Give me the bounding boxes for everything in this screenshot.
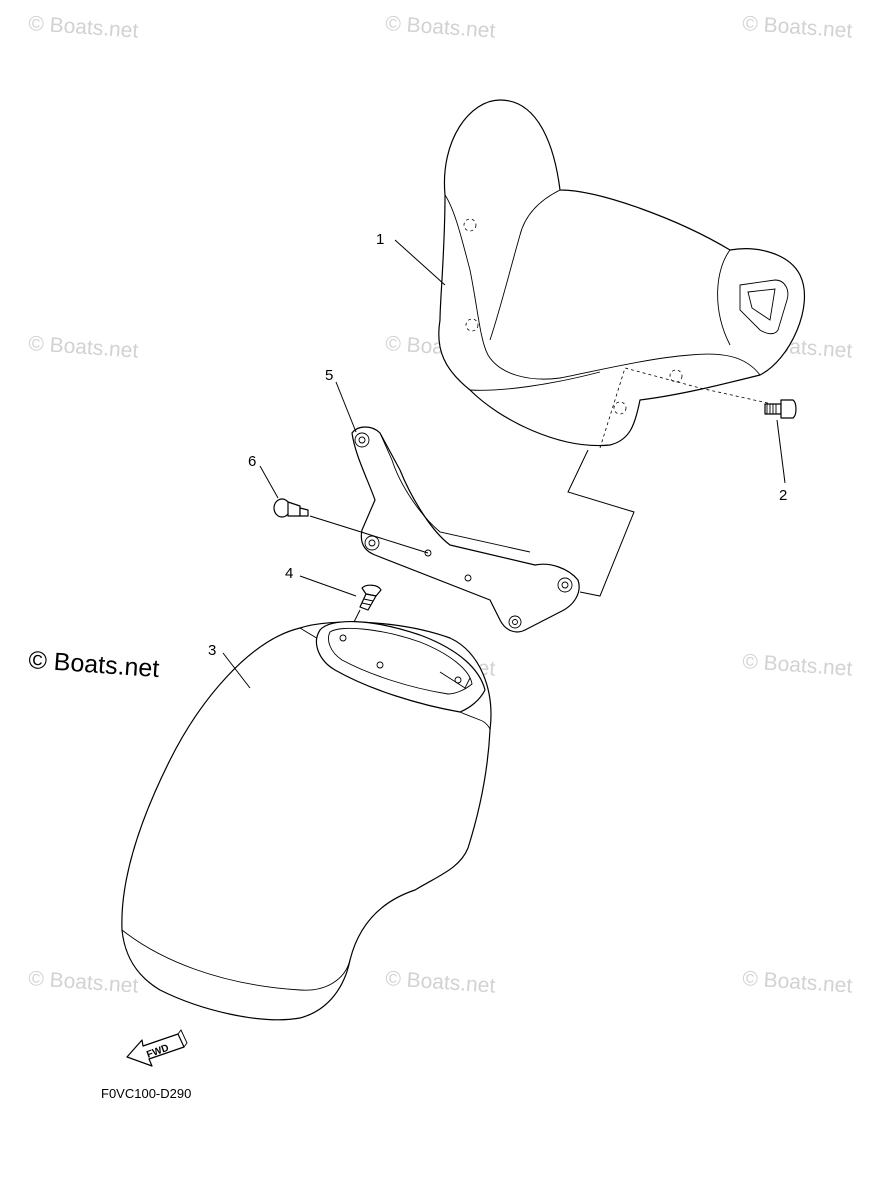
- callout-4: 4: [285, 565, 293, 582]
- leader-5: [335, 381, 357, 433]
- part-4-screw: [359, 584, 382, 611]
- watermark: © Boats.net: [742, 967, 854, 998]
- watermark: © Boats.net: [28, 967, 140, 998]
- callout-5: 5: [325, 367, 333, 384]
- callout-6: 6: [248, 453, 256, 470]
- part-3-column-cover: [121, 620, 492, 1021]
- assembly-leader-line: [567, 449, 635, 597]
- leader-4: [299, 575, 357, 597]
- watermark: © Boats.net: [28, 12, 140, 43]
- watermark: © Boats.net: [385, 12, 497, 43]
- leader-3: [222, 652, 251, 689]
- watermark: © Boats.net: [28, 332, 140, 363]
- part-5-bracket: [351, 426, 580, 633]
- diagram-code: F0VC100-D290: [101, 1086, 191, 1101]
- part-1-handlebar-cover: [438, 99, 805, 449]
- leader-1: [394, 239, 446, 286]
- callout-2: 2: [779, 487, 787, 504]
- watermark: © Boats.net: [742, 650, 854, 681]
- callout-3: 3: [208, 642, 216, 659]
- callout-1: 1: [376, 231, 384, 248]
- leader-2: [776, 419, 786, 484]
- part-2-screw: [764, 399, 797, 419]
- watermark: © Boats.net: [385, 967, 497, 998]
- fwd-arrow-icon: FWD: [126, 1029, 188, 1067]
- part-6-pin: [273, 498, 309, 518]
- leader-6: [259, 465, 279, 499]
- watermark: © Boats.net: [742, 12, 854, 43]
- watermark-prominent: © Boats.net: [28, 646, 161, 683]
